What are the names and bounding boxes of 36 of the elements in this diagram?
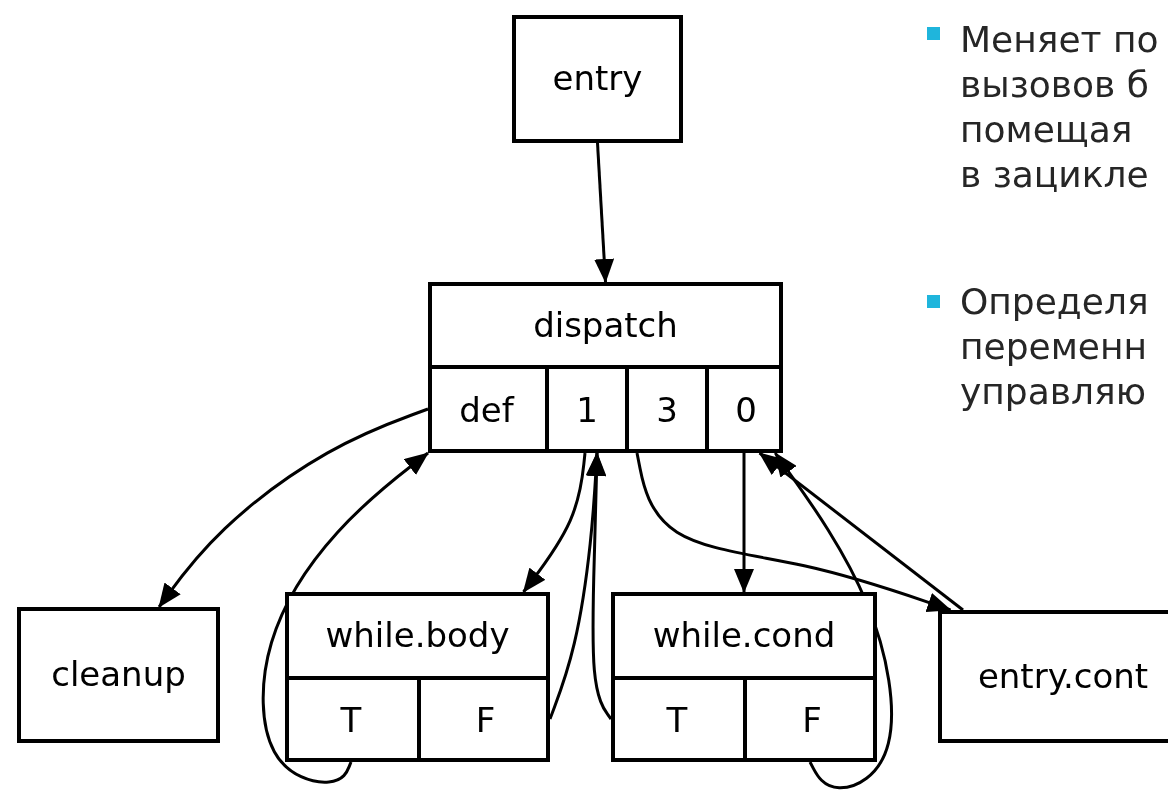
node-label: def: [459, 392, 514, 430]
bullet-text: вызовов б: [960, 63, 1149, 107]
bullet-text: помещая: [960, 108, 1133, 152]
bullet-text: переменн: [960, 325, 1148, 369]
node-label: while.cond: [652, 617, 836, 655]
arrow: [522, 452, 587, 593]
node-label: cleanup: [51, 656, 186, 694]
arrow: [734, 453, 754, 593]
block-box: [17, 607, 220, 743]
node-label: 0: [735, 392, 757, 430]
block-box: [938, 610, 1168, 743]
node-label: dispatch: [533, 306, 678, 345]
arrow: [773, 452, 893, 790]
node-label: F: [475, 702, 496, 740]
record-box: [611, 592, 877, 762]
arrow: [157, 407, 429, 608]
bullet-text: управляю: [960, 370, 1146, 414]
node-label: F: [802, 702, 822, 740]
arrow: [586, 452, 613, 720]
bullet-text: Меняет по: [960, 18, 1159, 62]
node-label: entry.cont: [977, 657, 1149, 696]
node-label: 3: [656, 392, 678, 430]
arrow: [261, 451, 429, 784]
bullet-text: Определя: [960, 280, 1149, 324]
node-label: while.body: [325, 617, 510, 655]
record-box: [285, 592, 550, 762]
bullet-text: в зацикле: [960, 153, 1149, 197]
arrow: [594, 142, 615, 283]
arrow: [758, 451, 964, 612]
node-label: T: [340, 702, 362, 740]
record-box: [428, 282, 783, 453]
node-label: T: [666, 702, 688, 740]
arrow: [635, 452, 952, 612]
node-label: entry: [552, 60, 643, 98]
block-box: [512, 15, 683, 143]
node-label: 1: [576, 392, 598, 430]
